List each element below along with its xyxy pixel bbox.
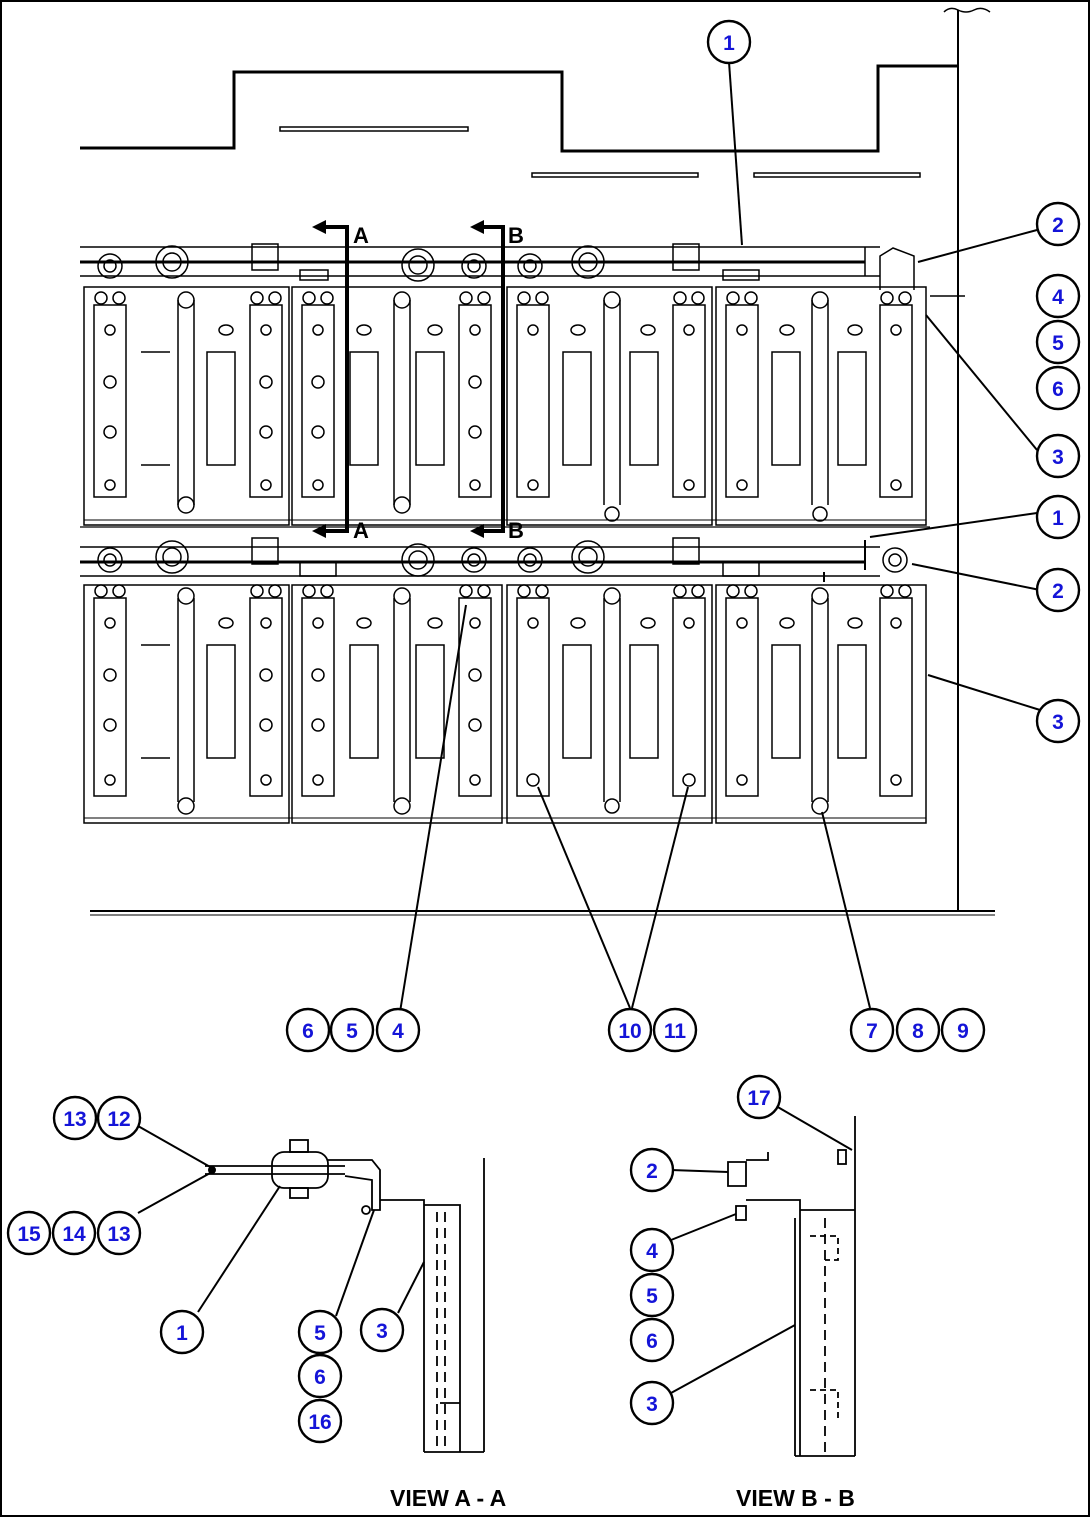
battery-row-upper (83, 286, 927, 526)
section-letter-b-bottom: B (508, 518, 524, 543)
frame-outline (80, 7, 995, 916)
section-cut-lines (322, 225, 505, 533)
view-a-a-title: VIEW A - A (390, 1485, 506, 1511)
callout-text: 1 (1052, 507, 1064, 530)
callout-text: 4 (392, 1020, 404, 1043)
callout-va-13b: 13 (96, 1210, 142, 1256)
callout-mid-1: 1 (1035, 494, 1081, 540)
callout-text: 4 (646, 1240, 658, 1263)
callout-text: 12 (107, 1108, 130, 1131)
callout-bm-11: 11 (652, 1007, 698, 1053)
terminals-lower (94, 584, 912, 598)
callout-text: 14 (62, 1223, 86, 1246)
callout-text: 16 (308, 1411, 331, 1434)
callout-va-13a: 13 (52, 1095, 98, 1141)
callout-text: 3 (646, 1393, 658, 1416)
callout-va-3: 3 (359, 1307, 405, 1353)
callout-vb-4: 4 (629, 1227, 675, 1273)
callout-text: 9 (957, 1020, 969, 1043)
callout-vb-3: 3 (629, 1380, 675, 1426)
callout-bm-10: 10 (607, 1007, 653, 1053)
upper-tie-bar (80, 246, 965, 297)
callout-text: 3 (376, 1320, 388, 1343)
callout-br-7: 7 (849, 1007, 895, 1053)
callout-text: 2 (1052, 580, 1064, 603)
callout-text: 2 (1052, 214, 1064, 237)
callout-br-8: 8 (895, 1007, 941, 1053)
section-letter-a-bottom: A (353, 518, 369, 543)
callout-text: 7 (866, 1020, 878, 1043)
callout-top-1: 1 (706, 19, 752, 65)
leader-lines-view-b (670, 1105, 853, 1394)
callout-right-6: 6 (1035, 365, 1081, 411)
callout-lower-3: 3 (1035, 698, 1081, 744)
callout-vb-6: 6 (629, 1317, 675, 1363)
callout-text: 13 (63, 1108, 86, 1131)
cable-clamps-lower (97, 537, 908, 577)
section-letter-a-top: A (353, 223, 369, 248)
callout-text: 2 (646, 1160, 658, 1183)
callout-right-4: 4 (1035, 273, 1081, 319)
callout-text: 17 (747, 1087, 770, 1110)
callout-bl-6: 6 (285, 1007, 331, 1053)
callout-vb-2: 2 (629, 1147, 675, 1193)
callout-right-5: 5 (1035, 319, 1081, 365)
callout-bl-4: 4 (375, 1007, 421, 1053)
callout-va-16: 16 (297, 1398, 343, 1444)
callout-text: 11 (664, 1020, 687, 1043)
callout-text: 10 (618, 1020, 641, 1043)
callout-text: 13 (107, 1223, 130, 1246)
callout-vb-17: 17 (736, 1074, 782, 1120)
view-a-a-drawing (205, 1139, 485, 1453)
terminals-upper (94, 291, 912, 305)
callout-text: 3 (1052, 446, 1064, 469)
cable-clamps-upper (97, 243, 915, 290)
callout-va-1: 1 (159, 1309, 205, 1355)
callout-va-15: 15 (6, 1210, 52, 1256)
callout-text: 6 (1052, 378, 1064, 401)
battery-row-lower (83, 584, 927, 824)
callout-text: 4 (1052, 286, 1064, 309)
callout-text: 5 (314, 1322, 326, 1345)
callout-va-5: 5 (297, 1309, 343, 1355)
callout-va-6: 6 (297, 1353, 343, 1399)
view-b-b-title: VIEW B - B (736, 1485, 855, 1511)
callout-text: 3 (1052, 711, 1064, 734)
leader-lines-main (399, 61, 1041, 1013)
callout-text: 6 (314, 1366, 326, 1389)
callout-mid-2: 2 (1035, 567, 1081, 613)
view-b-b-drawing (727, 1116, 856, 1457)
callout-right-3: 3 (1035, 433, 1081, 479)
callout-text: 8 (912, 1020, 924, 1043)
callout-text: 6 (302, 1020, 314, 1043)
section-letter-b-top: B (508, 223, 524, 248)
callout-text: 1 (723, 32, 735, 55)
callout-br-9: 9 (940, 1007, 986, 1053)
callout-text: 5 (646, 1285, 658, 1308)
callout-vb-5: 5 (629, 1272, 675, 1318)
callout-text: 5 (1052, 332, 1064, 355)
callout-va-12: 12 (96, 1095, 142, 1141)
callout-text: 15 (17, 1223, 41, 1246)
callout-bl-5: 5 (329, 1007, 375, 1053)
leader-lines-view-a (137, 1125, 425, 1317)
callout-va-14: 14 (51, 1210, 97, 1256)
callout-text: 6 (646, 1330, 658, 1353)
lower-tie-bar (80, 526, 930, 582)
callout-text: 5 (346, 1020, 358, 1043)
callout-text: 1 (176, 1322, 188, 1345)
section-arrows (312, 220, 484, 538)
callout-right-2: 2 (1035, 201, 1081, 247)
